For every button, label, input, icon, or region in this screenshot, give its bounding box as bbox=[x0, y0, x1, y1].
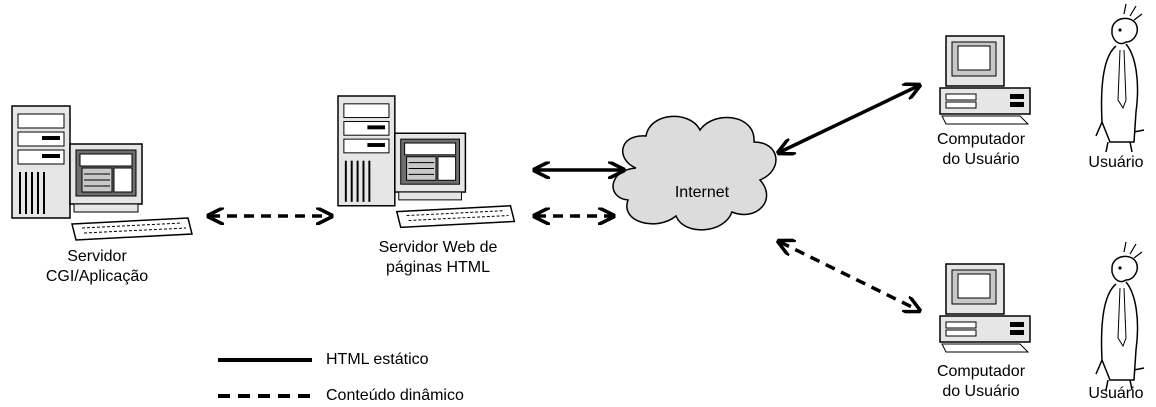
dynamic-link-internet-user-bottom bbox=[780, 242, 918, 310]
user-top-icon bbox=[1095, 3, 1145, 153]
static-link-internet-user-top bbox=[780, 86, 918, 152]
internet-label: Internet bbox=[674, 184, 730, 201]
legend-dynamic-label: Conteúdo dinâmico bbox=[326, 387, 464, 404]
cgi-server-label-line2: CGI/Aplicação bbox=[45, 268, 149, 285]
web-server-label: Servidor Web de páginas HTML bbox=[356, 238, 520, 278]
computer-bottom-label-line1: Computador bbox=[936, 363, 1026, 380]
cgi-server-icon bbox=[11, 105, 193, 241]
cgi-server-label-line1: Servidor bbox=[67, 248, 127, 265]
user-computer-bottom-icon bbox=[939, 263, 1031, 353]
user-bottom-icon bbox=[1095, 241, 1145, 391]
computer-bottom-label-line2: do Usuário bbox=[942, 383, 1020, 400]
internet-cloud-icon bbox=[612, 115, 777, 231]
cgi-server-label: Servidor CGI/Aplicação bbox=[22, 247, 172, 287]
user-bottom-label: Usuário bbox=[1088, 385, 1144, 402]
legend-static-label: HTML estático bbox=[326, 351, 429, 368]
user-computer-top-icon bbox=[939, 35, 1031, 125]
computer-top-label-line2: do Usuário bbox=[942, 151, 1020, 168]
computer-top-label-line1: Computador bbox=[936, 131, 1026, 148]
computer-top-label: Computador do Usuário bbox=[918, 130, 1044, 170]
computer-bottom-label: Computador do Usuário bbox=[918, 362, 1044, 402]
web-server-label-line1: Servidor Web de bbox=[378, 239, 498, 256]
user-top-label: Usuário bbox=[1088, 154, 1144, 171]
web-server-label-line2: páginas HTML bbox=[385, 259, 491, 276]
web-server-icon bbox=[337, 95, 516, 229]
